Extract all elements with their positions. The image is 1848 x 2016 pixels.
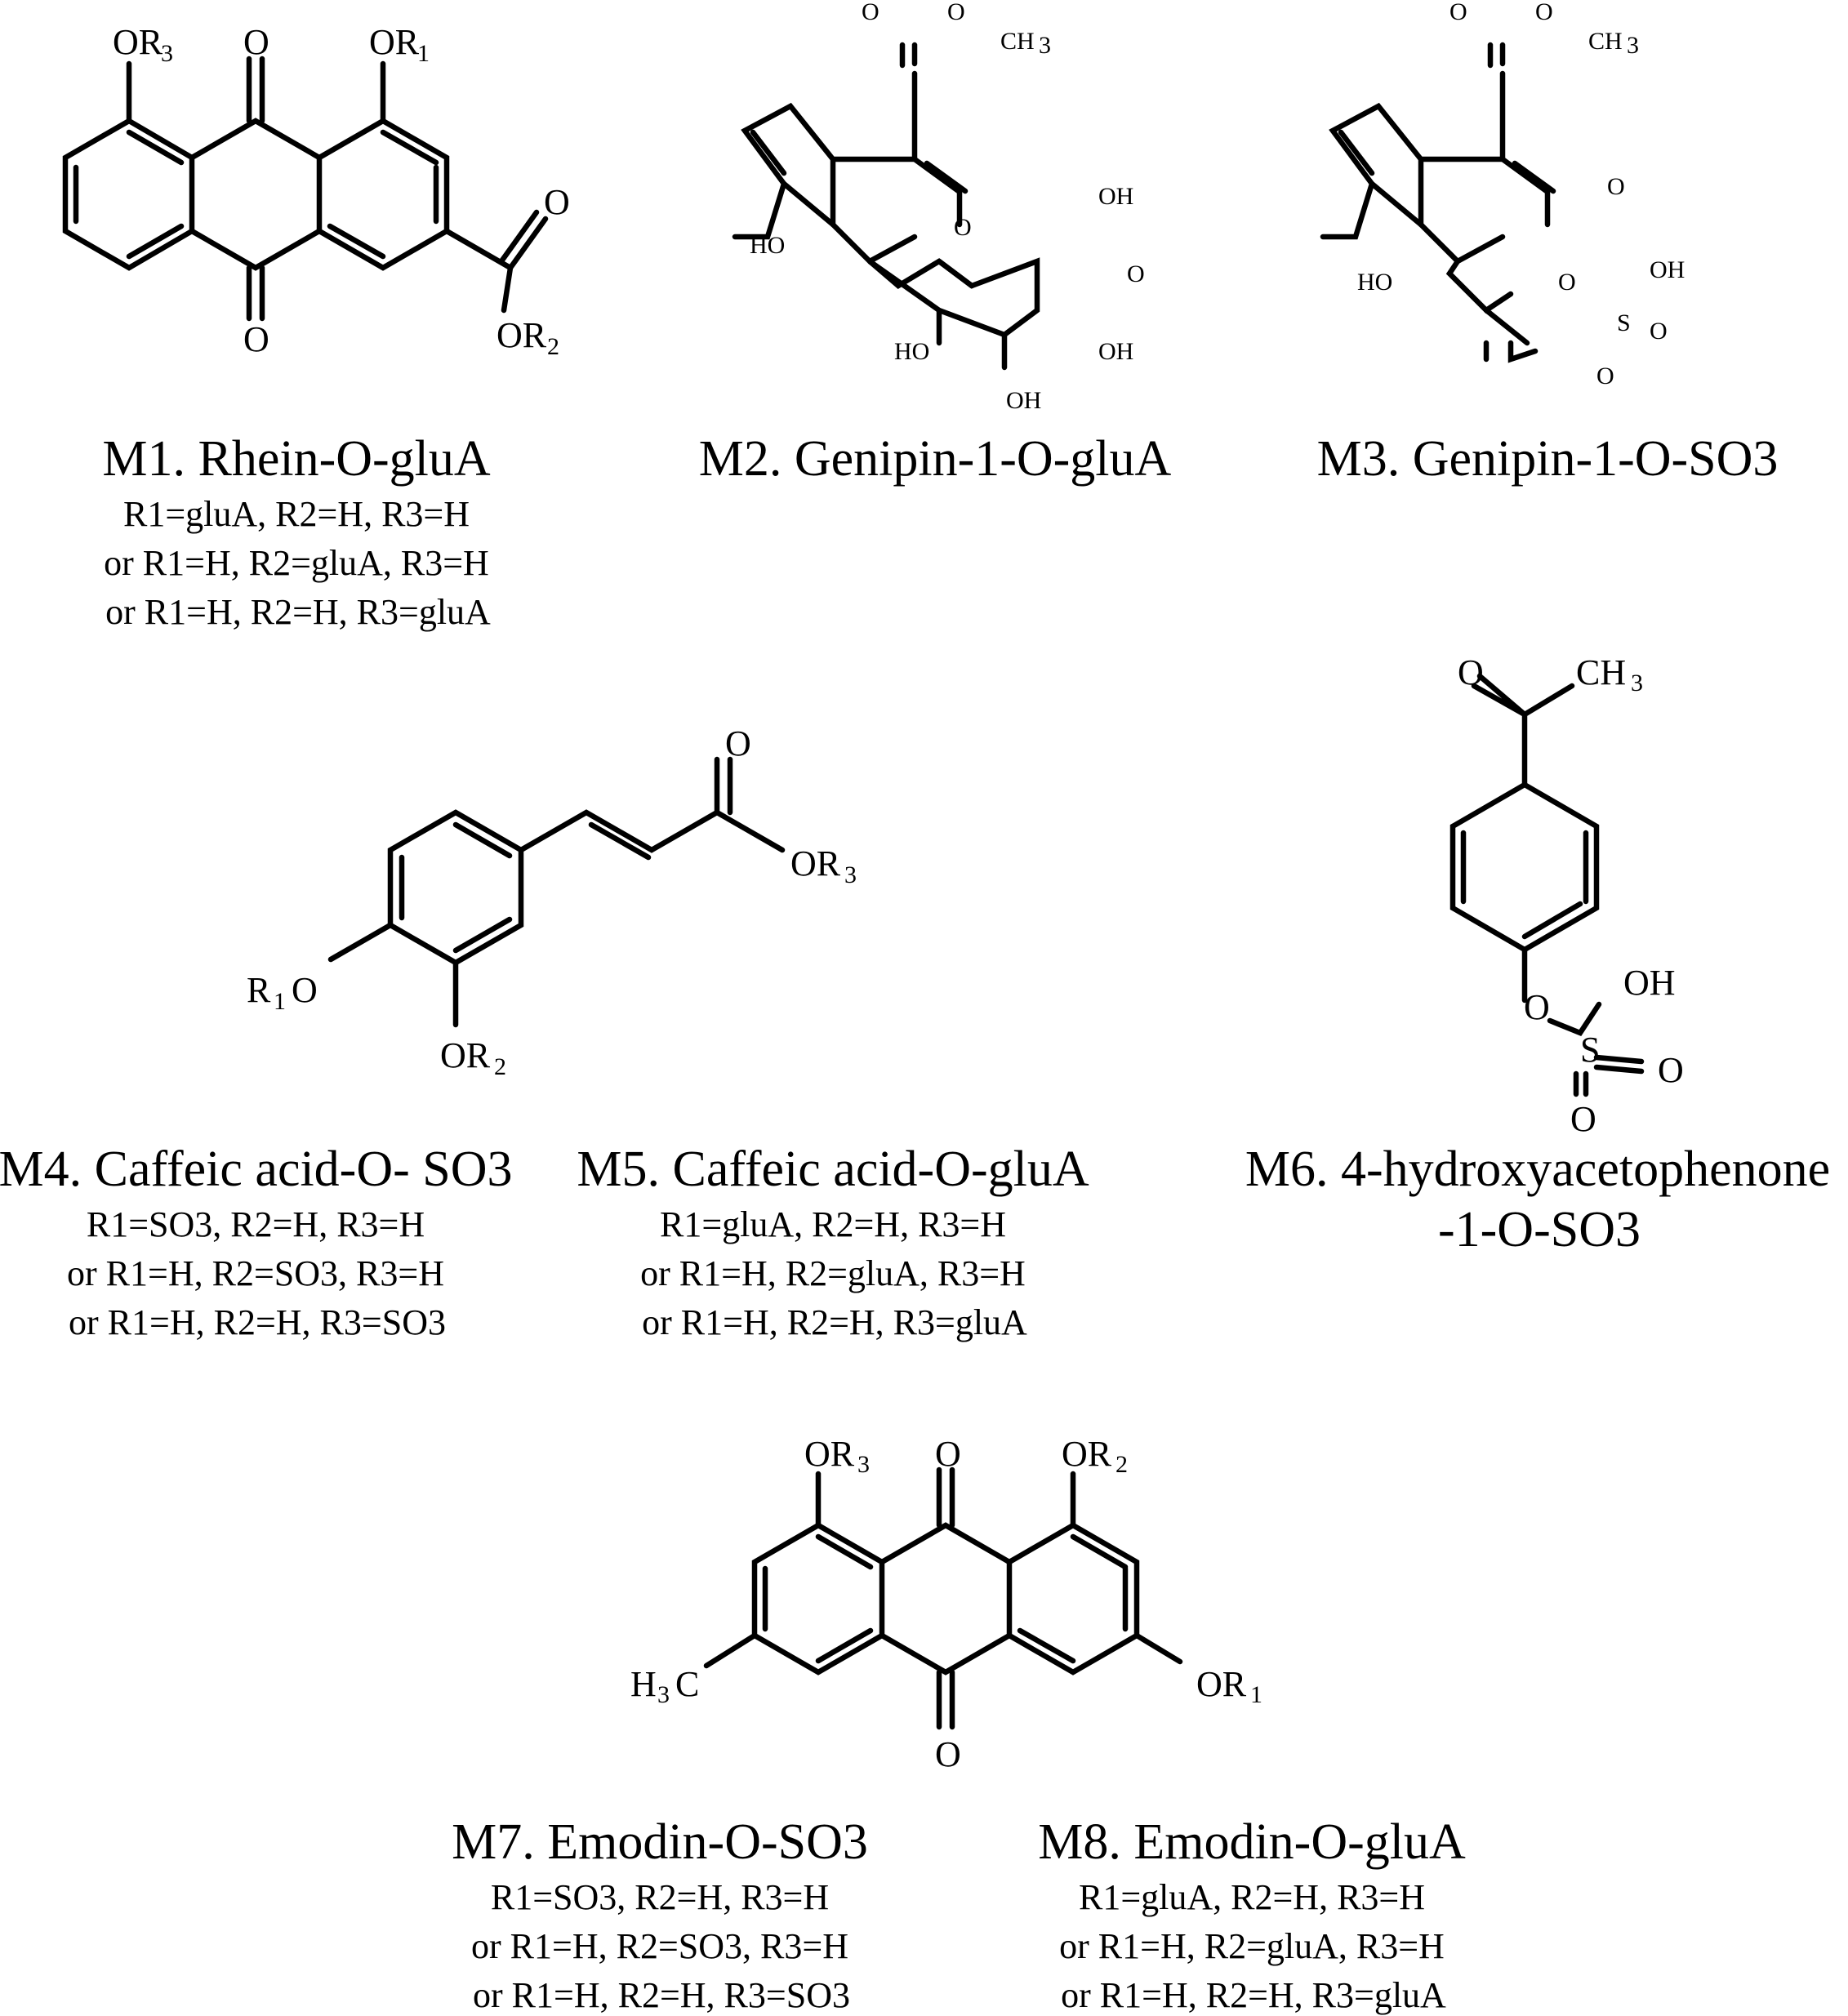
m3-atom-o: O [1650,318,1668,345]
m3-atom-o: O [1449,0,1467,25]
m1-atom-o: OR [369,22,420,62]
m7-atom-sub: 1 [1250,1681,1262,1708]
m7-caption: M7. Emodin-O-SO3 R1=SO3, R2=H, R3=H or R… [452,1814,871,2015]
m6-structure: O CH 3 O OH S O O [1449,652,1684,1139]
m8-caption-line: R1=gluA, R2=H, R3=H [1079,1877,1425,1917]
m6-caption-title: M6. 4-hydroxyacetophenone [1245,1142,1830,1197]
m6-atom-s: S [1580,1030,1600,1070]
m1-atom-o: OR [497,315,547,355]
m1-caption-line: or R1=H, R2=H, R3=gluA [105,592,491,632]
m7-atom-o: O [935,1734,961,1774]
m4-caption: M4. Caffeic acid-O- SO3 R1=SO3, R2=H, R3… [0,1142,516,1342]
m4-atom-sub: 2 [494,1053,506,1080]
m1-atom-o: O [544,182,570,222]
m8-caption-title: M8. Emodin-O-gluA [1038,1814,1466,1870]
m4-m5-structure: O OR 3 R 1 O OR 2 [247,723,857,1080]
m7-caption-line: or R1=H, R2=H, R3=SO3 [473,1975,850,2015]
m7-caption-line: R1=SO3, R2=H, R3=H [491,1877,829,1917]
m7-atom-sub: 2 [1115,1451,1128,1478]
m6-caption-title-2: -1-O-SO3 [1438,1202,1641,1257]
m4-atom-or: OR [790,843,841,883]
m8-caption-line: or R1=H, R2=gluA, R3=H [1059,1926,1445,1966]
m7-atom-or: OR [1062,1434,1112,1474]
m6-atom-o: O [1524,987,1550,1027]
m1-atom-sub: 3 [161,40,173,67]
m2-atom-oh: OH [1006,387,1041,414]
m3-atom-ho: HO [1357,269,1392,296]
m3-atom-ch: CH [1588,28,1623,55]
m4-atom-r: R [247,970,271,1010]
m2-atom-ho: HO [750,232,785,259]
m4-atom-o: O [725,723,751,763]
m2-caption-title: M2. Genipin-1-O-gluA [699,431,1172,487]
m5-caption-line: R1=gluA, R2=H, R3=H [660,1204,1006,1244]
m7-atom-c: C [675,1664,699,1704]
m4-caption-line: R1=SO3, R2=H, R3=H [87,1204,425,1244]
m2-atom-o: O [1127,260,1145,287]
m5-caption-line: or R1=H, R2=gluA, R3=H [640,1253,1026,1293]
m6-atom-sub: 3 [1631,670,1643,696]
m2-atom-o: O [954,214,972,241]
m6-atom-o: O [1458,652,1484,692]
m1-atom-o: OR [113,22,163,62]
m5-caption-title: M5. Caffeic acid-O-gluA [577,1142,1089,1197]
m6-caption: M6. 4-hydroxyacetophenone -1-O-SO3 [1245,1142,1833,1257]
m2-atom-o: O [862,0,879,25]
m3-atom-o: O [1607,173,1625,200]
m3-atom-o: O [1558,269,1576,296]
m7-caption-line: or R1=H, R2=SO3, R3=H [471,1926,848,1966]
m3-atom-oh: OH [1650,256,1685,283]
m6-atom-o: O [1658,1050,1684,1090]
m8-caption: M8. Emodin-O-gluA R1=gluA, R2=H, R3=H or… [1038,1814,1469,2015]
m1-atom-sub: 1 [417,40,430,67]
m1-atom-o: O [243,319,269,359]
m1-atom-sub: 2 [547,333,559,360]
captions: M1. Rhein-O-gluA R1=gluA, R2=H, R3=H or … [0,431,1833,2015]
m2-atom-ch: CH [1000,28,1035,55]
m1-atom-o: O [243,22,269,62]
m7-atom-or: OR [1196,1664,1247,1704]
m2-atom-sub: 3 [1039,32,1051,59]
m3-atom-s: S [1617,309,1631,336]
m7-atom-h: H [630,1664,657,1704]
m3-atom-o: O [1535,0,1553,25]
m7-caption-title: M7. Emodin-O-SO3 [452,1814,868,1870]
m7-atom-or: OR [804,1434,855,1474]
m2-atom-oh: OH [1098,338,1133,365]
m1-caption-line: R1=gluA, R2=H, R3=H [123,494,470,534]
m7-atom-sub: 3 [657,1681,670,1708]
m2-atom-oh: OH [1098,183,1133,210]
m1-caption-title: M1. Rhein-O-gluA [102,431,491,487]
m7-atom-o: O [935,1434,961,1474]
m3-atom-sub: 3 [1627,32,1639,59]
m1-structure: OR 3 O OR 1 O O OR 2 [62,22,570,360]
m4-atom-or: OR [440,1035,491,1075]
m6-atom-o: O [1570,1099,1596,1139]
m4-caption-title: M4. Caffeic acid-O- SO3 [0,1142,513,1197]
m2-atom-ho: HO [894,338,929,365]
m3-caption-title: M3. Genipin-1-O-SO3 [1317,431,1779,487]
m3-atom-o: O [1596,363,1614,389]
m4-atom-sub: 3 [844,861,857,888]
m4-atom-o: O [292,970,318,1010]
m6-atom-ch: CH [1576,652,1626,692]
m8-caption-line: or R1=H, R2=H, R3=gluA [1061,1975,1446,2015]
m6-atom-oh: OH [1623,963,1676,1003]
m4-caption-line: or R1=H, R2=H, R3=SO3 [69,1302,446,1342]
m1-caption-line: or R1=H, R2=gluA, R3=H [104,543,489,583]
m5-caption-line: or R1=H, R2=H, R3=gluA [642,1302,1027,1342]
m1-caption: M1. Rhein-O-gluA R1=gluA, R2=H, R3=H or … [102,431,493,632]
m4-atom-sub: 1 [274,988,286,1015]
m2-atom-o: O [947,0,965,25]
m3-structure: O O CH 3 O HO O OH O S O [1320,0,1685,389]
m7-atom-sub: 3 [857,1451,870,1478]
m7-m8-structure: OR 3 O OR 2 H 3 C OR 1 O [630,1434,1262,1774]
m5-caption: M5. Caffeic acid-O-gluA R1=gluA, R2=H, R… [577,1142,1092,1342]
m2-structure: O O CH 3 O HO OH O HO OH OH [732,0,1145,414]
m4-caption-line: or R1=H, R2=SO3, R3=H [67,1253,444,1293]
